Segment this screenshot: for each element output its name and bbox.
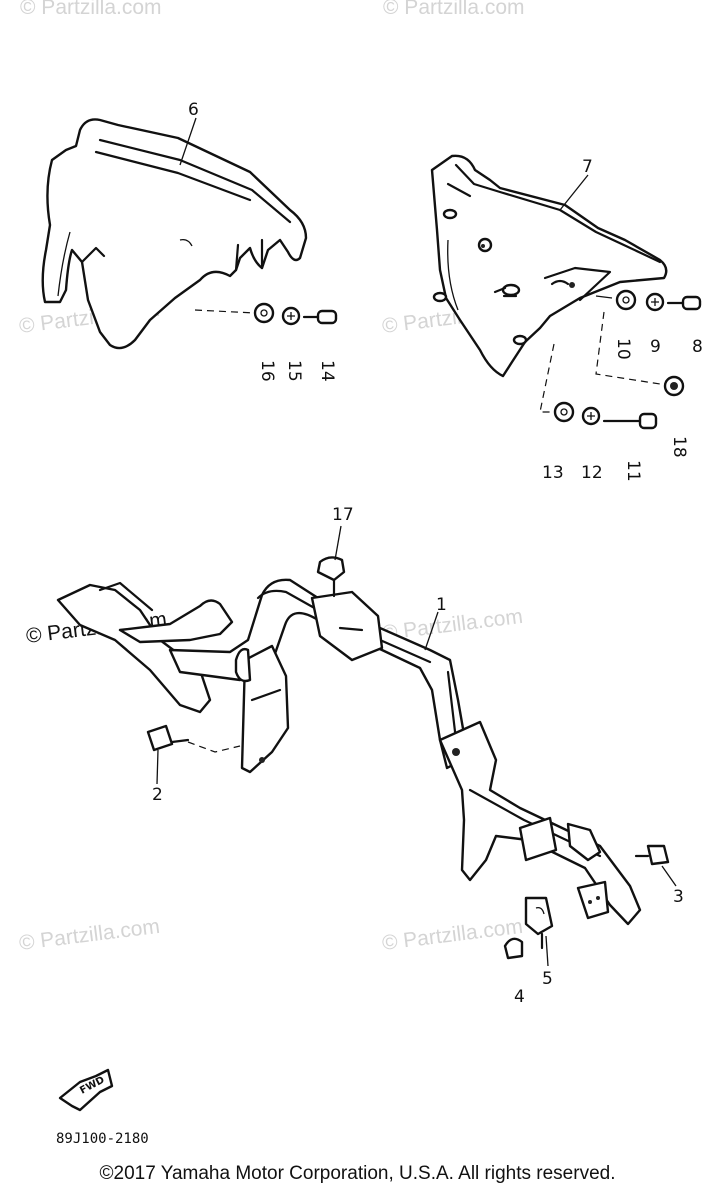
part-14-bolt	[302, 309, 338, 325]
callout-2: 2	[152, 785, 163, 805]
part-5-clip	[524, 896, 554, 950]
leader-lines	[156, 117, 677, 967]
callout-18: 18	[669, 436, 689, 458]
callout-8: 8	[692, 337, 703, 357]
part-4-nut	[503, 937, 524, 960]
drawing-code: 89J100-2180	[56, 1131, 149, 1147]
fwd-arrow-icon: FWD	[58, 1068, 114, 1112]
part-1-frame	[56, 578, 642, 926]
callout-14: 14	[317, 360, 337, 382]
callout-13: 13	[542, 463, 564, 483]
copyright-notice: ©2017 Yamaha Motor Corporation, U.S.A. A…	[99, 1163, 616, 1184]
callout-5: 5	[542, 969, 553, 989]
part-17-clip	[316, 556, 346, 598]
part-7-side-panel	[430, 154, 668, 378]
callout-6: 6	[188, 100, 199, 120]
part-2-bolt	[146, 724, 241, 753]
callout-17: 17	[332, 505, 354, 525]
part-10-collar	[615, 289, 637, 311]
callout-9: 9	[650, 337, 661, 357]
callout-3: 3	[673, 887, 684, 907]
part-16-collar	[253, 302, 275, 324]
fasteners-14-16	[194, 302, 338, 326]
fasteners-8-13-18	[539, 289, 702, 430]
part-8-bolt	[666, 295, 702, 311]
callout-16: 16	[257, 360, 277, 382]
callout-7: 7	[582, 157, 593, 177]
watermark: © Partzilla.com	[383, 0, 525, 19]
callout-1: 1	[436, 595, 447, 615]
callout-11: 11	[623, 460, 643, 482]
part-11-bolt	[602, 412, 658, 430]
part-6-cover	[41, 118, 308, 350]
parts-diagram: © Partzilla.com © Partzilla.com © Partzi…	[18, 0, 703, 1147]
watermark: © Partzilla.com	[20, 0, 162, 19]
callout-15: 15	[284, 360, 304, 382]
part-3-bolt	[634, 844, 670, 866]
callout-12: 12	[581, 463, 603, 483]
callout-10: 10	[613, 338, 633, 360]
callouts: 6 7 16 15 14 10 9 8 18 13 12 11 17 1 2 3…	[152, 100, 703, 1007]
watermark: © Partzilla.com	[18, 915, 161, 955]
watermark: © Partzilla.com	[381, 915, 524, 955]
part-13-collar	[553, 401, 575, 423]
callout-4: 4	[514, 987, 525, 1007]
